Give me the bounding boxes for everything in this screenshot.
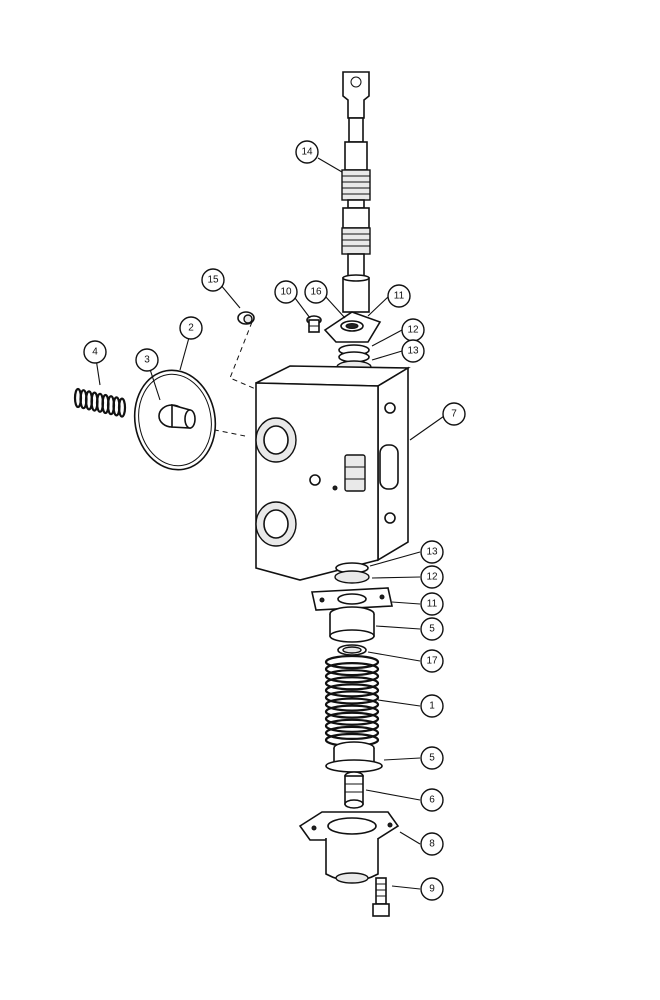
- svg-text:13: 13: [407, 346, 419, 357]
- lower-seal-stack: [334, 562, 370, 584]
- plug: [237, 311, 255, 325]
- svg-text:4: 4: [92, 347, 98, 358]
- spring-small: [73, 387, 127, 418]
- svg-text:5: 5: [429, 624, 435, 635]
- svg-text:12: 12: [426, 572, 438, 583]
- callout-4: 4: [83, 340, 107, 364]
- spring-seat-lower: [325, 741, 383, 773]
- callout-9: 9: [420, 877, 444, 901]
- svg-text:7: 7: [451, 409, 457, 420]
- callout-17: 17: [420, 649, 444, 673]
- svg-text:8: 8: [429, 839, 435, 850]
- upper-retainer-plate: [323, 311, 382, 343]
- svg-text:11: 11: [427, 599, 438, 610]
- lower-retainer-plate: [311, 587, 393, 611]
- svg-text:11: 11: [394, 291, 405, 302]
- callout-15: 15: [201, 268, 225, 292]
- spool-grooves-upper: [341, 169, 371, 201]
- callout-11-lower: 11: [420, 592, 444, 616]
- svg-text:14: 14: [301, 147, 313, 158]
- leader-lines: [94, 157, 448, 890]
- spool-grooves-lower: [341, 227, 371, 255]
- svg-text:9: 9: [429, 884, 435, 895]
- svg-text:6: 6: [429, 795, 435, 806]
- callout-11-upper: 11: [387, 284, 411, 308]
- svg-text:3: 3: [144, 355, 150, 366]
- svg-text:17: 17: [426, 656, 438, 667]
- callout-12-upper: 12: [401, 318, 425, 342]
- callout-1: 1: [420, 694, 444, 718]
- callout-14: 14: [295, 140, 319, 164]
- callout-2: 2: [179, 316, 203, 340]
- callout-8: 8: [420, 832, 444, 856]
- center-bolt: [344, 771, 364, 809]
- svg-text:13: 13: [426, 547, 438, 558]
- svg-text:1: 1: [429, 701, 435, 712]
- callout-13-upper: 13: [401, 339, 425, 363]
- spool: [341, 71, 371, 313]
- svg-text:16: 16: [310, 287, 322, 298]
- cap-screw: [372, 877, 390, 917]
- callout-13-lower: 13: [420, 540, 444, 564]
- svg-text:5: 5: [429, 753, 435, 764]
- svg-text:12: 12: [407, 325, 419, 336]
- spring-large: [324, 654, 380, 748]
- svg-text:10: 10: [280, 287, 292, 298]
- callout-7: 7: [442, 402, 466, 426]
- callout-10: 10: [274, 280, 298, 304]
- washer: [337, 644, 367, 656]
- valve-body: [255, 365, 411, 581]
- callout-6: 6: [420, 788, 444, 812]
- callout-16: 16: [304, 280, 328, 304]
- spacer-plug: [158, 403, 196, 429]
- end-cap: [298, 811, 400, 884]
- callout-5-lower: 5: [420, 746, 444, 770]
- callout-12-lower: 12: [420, 565, 444, 589]
- callout-3: 3: [135, 348, 159, 372]
- spring-seat-upper: [329, 606, 375, 643]
- callout-5-upper: 5: [420, 617, 444, 641]
- svg-text:15: 15: [207, 275, 219, 286]
- screw-small: [306, 315, 322, 333]
- svg-text:2: 2: [188, 323, 194, 334]
